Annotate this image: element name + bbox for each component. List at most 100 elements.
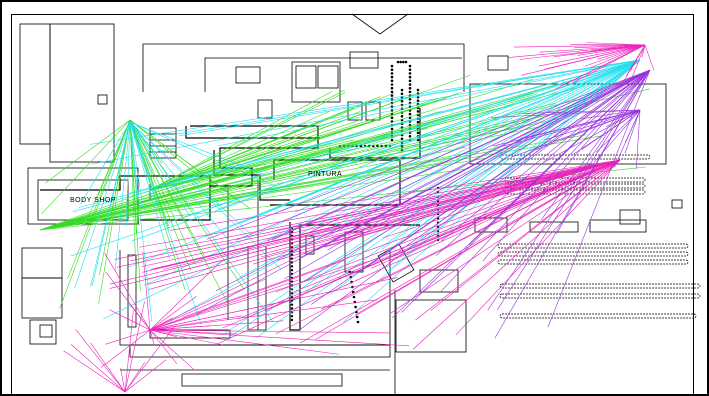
chain-link — [416, 88, 420, 92]
flow-line — [149, 329, 177, 337]
flow-line — [430, 159, 621, 311]
flow-line — [39, 77, 582, 231]
flow-line — [39, 93, 539, 231]
left-building-b — [49, 23, 115, 163]
chain-link — [352, 295, 356, 299]
chain-link — [390, 75, 394, 79]
chain-link — [416, 120, 420, 124]
flow-line — [124, 310, 134, 393]
flow-line — [169, 59, 641, 321]
flow-line — [72, 59, 641, 212]
flow-line — [393, 69, 651, 256]
flow-line — [149, 329, 339, 355]
flow-line — [218, 59, 641, 147]
chain-link — [408, 68, 412, 71]
flow-line — [178, 59, 641, 137]
flow-line — [80, 121, 131, 204]
flow-line — [149, 296, 197, 331]
flow-line — [522, 109, 641, 114]
flow-line — [109, 309, 151, 331]
chain-conveyor-row — [499, 283, 701, 289]
flow-line — [39, 92, 533, 231]
flow-line — [482, 69, 651, 262]
flow-line — [570, 44, 646, 46]
flow-line — [70, 344, 126, 393]
flow-line — [124, 359, 167, 393]
label-body-shop: BODY SHOP — [70, 197, 116, 204]
chain-link — [390, 127, 394, 131]
chain-link — [408, 86, 412, 90]
flow-line — [440, 69, 651, 292]
flow-line — [129, 121, 158, 206]
flow-line — [129, 121, 274, 322]
flow-line — [39, 104, 511, 231]
flow-line — [149, 329, 195, 371]
flow-line — [605, 109, 641, 128]
flow-line — [150, 159, 621, 270]
chain-link — [390, 72, 394, 75]
flow-line — [497, 69, 651, 310]
material-flow-lines — [39, 42, 655, 393]
chain-link — [408, 83, 412, 86]
flow-line — [149, 325, 211, 331]
flow-line — [149, 329, 223, 346]
flow-line — [78, 59, 641, 208]
chain-link — [408, 90, 412, 94]
chain-link — [356, 320, 360, 324]
flow-line — [510, 109, 641, 158]
flow-line — [148, 159, 621, 290]
chain-link — [408, 72, 412, 75]
chain-conveyor-row — [497, 243, 689, 249]
flow-line — [39, 168, 470, 231]
chain-link — [390, 138, 394, 142]
flow-line — [124, 301, 145, 393]
roof-apex — [351, 13, 409, 35]
flow-line — [149, 135, 322, 191]
flow-line — [129, 119, 238, 200]
flow-line — [149, 317, 173, 331]
flow-line — [39, 120, 533, 231]
flow-line — [631, 44, 646, 78]
flow-line — [98, 119, 131, 304]
flow-line — [272, 69, 651, 241]
flow-line — [415, 159, 621, 321]
chain-link — [404, 60, 408, 64]
flow-line — [316, 69, 651, 251]
chain-link — [408, 135, 412, 138]
flow-line — [636, 109, 641, 170]
flow-line — [139, 159, 621, 248]
chain-conveyor-row — [497, 259, 689, 265]
flow-line — [149, 329, 390, 334]
chain-link — [290, 318, 294, 322]
chain-conveyor-row — [499, 293, 701, 299]
chain-link — [390, 116, 394, 120]
flow-line — [90, 342, 126, 393]
flow-line — [59, 119, 131, 309]
flow-line — [288, 159, 621, 295]
flow-line — [120, 368, 126, 393]
flow-line — [39, 134, 605, 231]
flow-line — [536, 109, 641, 150]
flow-line — [358, 59, 641, 168]
chain-link — [416, 99, 420, 103]
flow-line — [149, 299, 378, 331]
flow-line — [129, 121, 265, 175]
flow-line — [75, 329, 126, 393]
flow-line — [299, 159, 621, 344]
left-building-a — [19, 23, 51, 145]
flow-line — [355, 159, 621, 316]
flow-line — [358, 69, 651, 274]
flow-line — [125, 121, 131, 227]
chain-link — [290, 268, 294, 272]
flow-line — [142, 251, 151, 331]
flow-line — [490, 109, 641, 118]
flow-line — [588, 44, 646, 69]
flow-line — [577, 44, 646, 56]
flow-line — [89, 59, 641, 145]
flow-line — [455, 159, 621, 336]
flow-line — [129, 121, 153, 322]
flow-line — [574, 44, 646, 49]
flow-line — [630, 44, 646, 71]
flow-line — [204, 59, 641, 238]
